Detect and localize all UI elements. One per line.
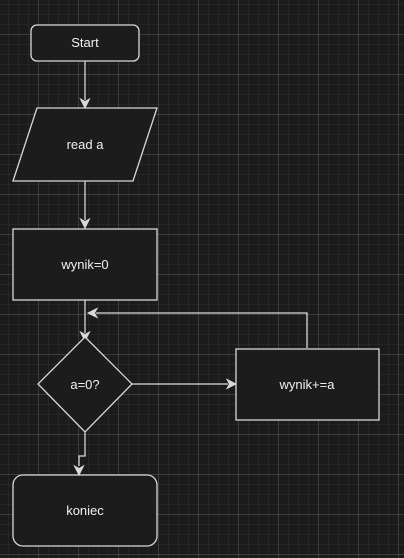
node-end-label: koniec xyxy=(66,503,104,518)
edge-update-loop-back xyxy=(96,312,308,348)
node-read-shape[interactable] xyxy=(12,107,158,182)
node-start[interactable]: Start xyxy=(30,24,140,62)
node-init-label: wynik=0 xyxy=(60,257,108,272)
node-end[interactable]: koniec xyxy=(12,474,158,547)
arrowhead-update-loop-back xyxy=(86,307,99,319)
node-cond-label: a=0? xyxy=(70,377,99,392)
node-update-label: wynik+=a xyxy=(279,377,336,392)
node-cond-shape[interactable] xyxy=(37,336,133,433)
node-start-shape[interactable] xyxy=(30,24,140,62)
flowchart-edges xyxy=(73,61,308,477)
node-start-label: Start xyxy=(71,35,99,50)
node-init-shape[interactable] xyxy=(12,228,158,301)
arrowhead-cond-to-end xyxy=(73,464,85,477)
node-update[interactable]: wynik+=a xyxy=(235,348,380,421)
node-read[interactable]: read a xyxy=(12,107,158,182)
edge-cond-to-end xyxy=(78,432,86,466)
arrowhead-read-to-init xyxy=(79,217,91,230)
node-read-label: read a xyxy=(67,137,105,152)
arrowhead-start-to-read xyxy=(79,97,91,110)
flowchart-nodes: Start read a wynik=0 a=0? wynik+=a konie… xyxy=(12,24,380,547)
node-cond[interactable]: a=0? xyxy=(37,336,133,433)
node-end-shape[interactable] xyxy=(12,474,158,547)
node-update-shape[interactable] xyxy=(235,348,380,421)
node-init[interactable]: wynik=0 xyxy=(12,228,158,301)
arrowhead-cond-to-update xyxy=(225,378,238,390)
